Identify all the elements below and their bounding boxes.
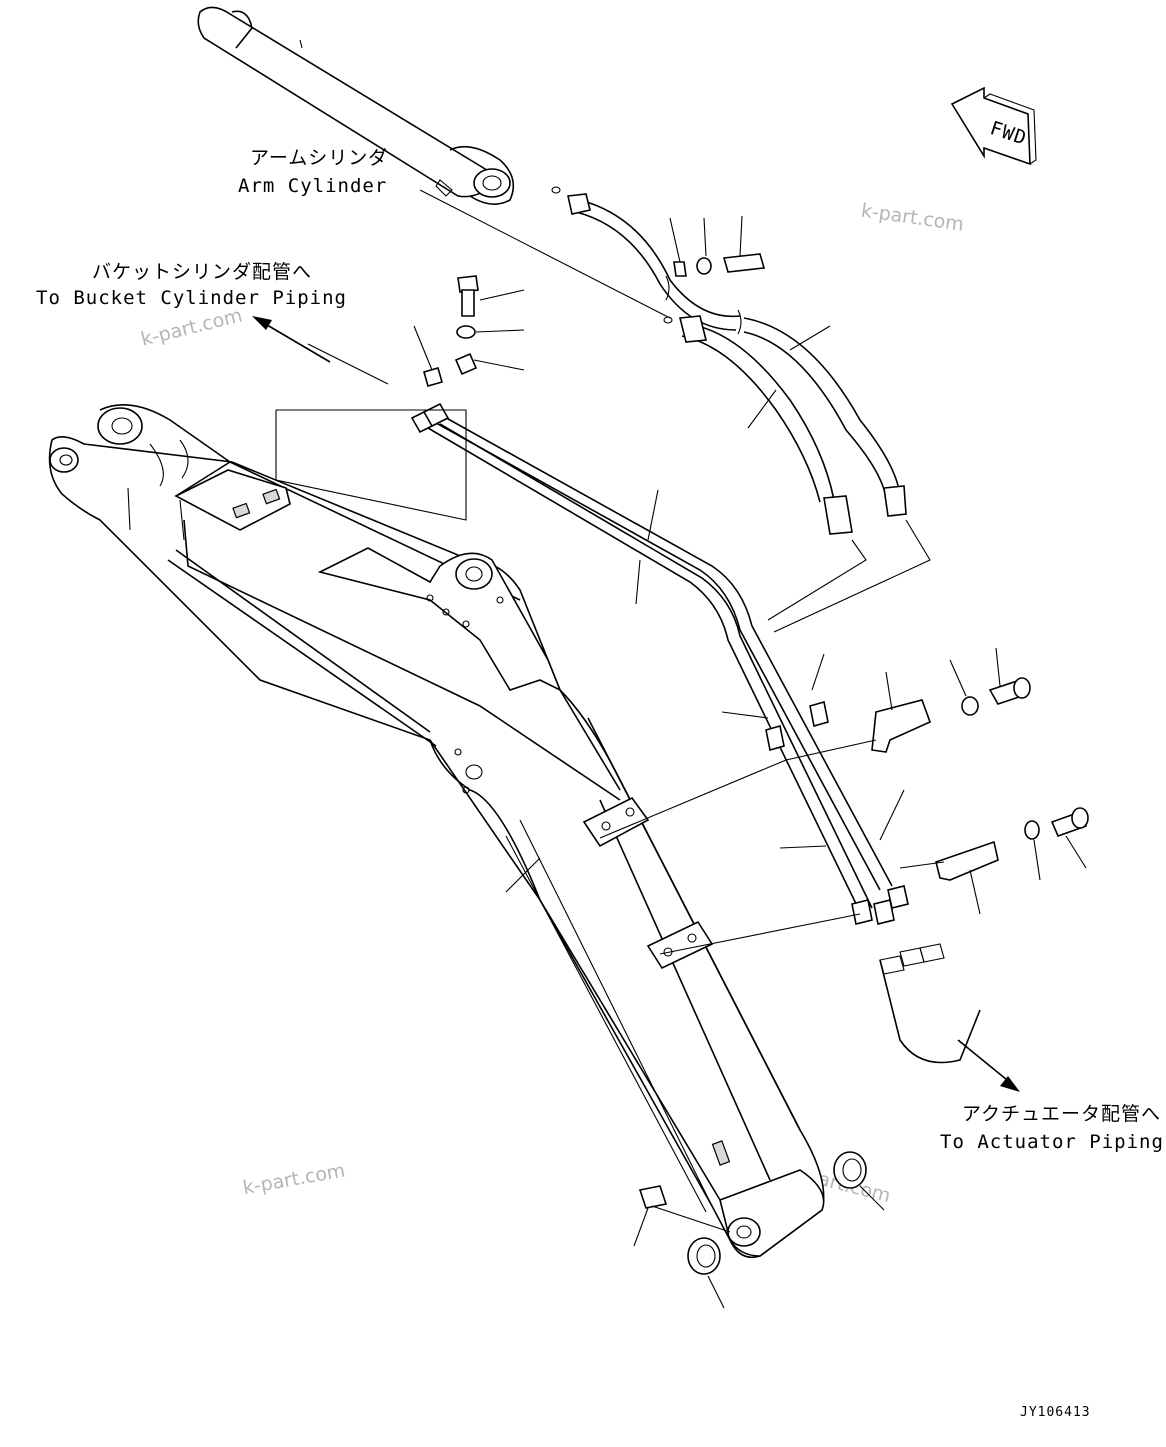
steel-tubes bbox=[410, 402, 981, 1064]
callout-labels: アームシリンダ Arm Cylinder バケットシリンダ配管へ To Buck… bbox=[36, 147, 1164, 1420]
leader-lines bbox=[275, 215, 1087, 1309]
bucket-piping-label-jp: バケットシリンダ配管へ bbox=[92, 261, 312, 283]
actuator-piping-label-en: To Actuator Piping bbox=[940, 1131, 1164, 1153]
fwd-arrow-icon: FWD bbox=[950, 86, 1037, 166]
watermark: k-part.com bbox=[139, 304, 245, 350]
watermark: k-part.com bbox=[860, 200, 966, 236]
drawing-code: JY106413 bbox=[1020, 1405, 1091, 1420]
arm-cylinder-label-jp: アームシリンダ bbox=[250, 147, 388, 169]
actuator-piping-label-jp: アクチュエータ配管へ bbox=[962, 1103, 1161, 1125]
arm-cylinder bbox=[197, 6, 673, 324]
arm-boom bbox=[48, 404, 825, 1259]
arm-hoses bbox=[567, 193, 907, 535]
watermark: k-part.com bbox=[241, 1160, 347, 1200]
bucket-piping-label-en: To Bucket Cylinder Piping bbox=[36, 287, 347, 309]
arm-cylinder-label-en: Arm Cylinder bbox=[238, 175, 387, 197]
direction-arrows bbox=[252, 316, 1020, 1092]
clamps-hardware bbox=[423, 253, 1089, 1275]
